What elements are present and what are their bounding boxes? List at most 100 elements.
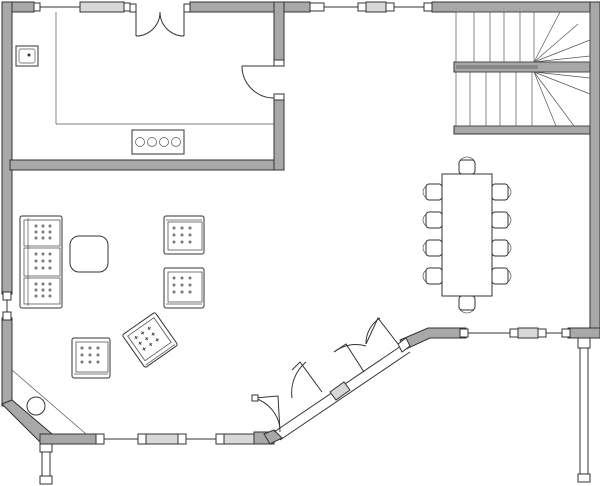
tuft-mark (41, 224, 45, 228)
wall-kitchen-right-lower (273, 97, 285, 171)
tuft-mark (41, 282, 45, 286)
tuft-mark (155, 338, 159, 342)
tuft-mark (138, 341, 142, 345)
door-top-double (129, 3, 191, 37)
tuft-mark (41, 252, 45, 256)
tuft-mark (172, 233, 176, 237)
door-bay-4 (365, 317, 399, 345)
chair-icon (422, 211, 443, 229)
round-table-icon (69, 235, 109, 273)
chair-icon (491, 267, 512, 285)
tuft-mark (180, 290, 184, 294)
armchair-icon (71, 337, 111, 379)
tuft-mark (96, 353, 100, 357)
tuft-mark (142, 347, 146, 351)
chair-icon (458, 156, 476, 175)
window-right-bay (459, 327, 571, 339)
tuft-mark (48, 266, 52, 270)
tuft-mark (188, 240, 192, 244)
tuft-mark (34, 236, 38, 240)
kitchen (15, 12, 274, 155)
chair-icon (422, 183, 443, 201)
windows (2, 1, 591, 485)
armchair-tufting (80, 226, 192, 364)
door-bay-3 (333, 343, 367, 373)
tuft-mark (88, 353, 92, 357)
tuft-mark (48, 252, 52, 256)
sofa-tufting (34, 224, 52, 298)
tuft-mark (151, 332, 155, 336)
chair-icon (491, 183, 512, 201)
tuft-mark (88, 346, 92, 350)
window-top-1 (33, 1, 131, 13)
door-bay-2 (291, 361, 323, 399)
door-kitchen-side (241, 59, 285, 101)
tuft-mark (34, 294, 38, 298)
dining-table-icon (441, 173, 493, 297)
tuft-mark (172, 226, 176, 230)
tuft-mark (80, 360, 84, 364)
posts (39, 337, 591, 485)
armchair-icon (163, 267, 205, 309)
wall-stair-divider (453, 61, 591, 73)
tuft-mark (96, 360, 100, 364)
tuft-mark (188, 290, 192, 294)
wall-right-stub (567, 327, 600, 339)
wall-bottom-left (39, 433, 97, 445)
armchair-icon (163, 215, 205, 255)
wall-kitchen-right-upper (273, 1, 285, 61)
doors (129, 3, 399, 433)
tuft-mark (188, 276, 192, 280)
tuft-mark (34, 252, 38, 256)
tuft-mark (180, 226, 184, 230)
tuft-mark (48, 259, 52, 263)
tuft-mark (41, 266, 45, 270)
window-bottom-1 (95, 433, 255, 445)
tuft-mark (188, 226, 192, 230)
tuft-mark (48, 282, 52, 286)
chair-icon (491, 211, 512, 229)
tuft-mark (41, 259, 45, 263)
tuft-mark (34, 266, 38, 270)
armchair-icon (122, 312, 178, 368)
tuft-mark (88, 360, 92, 364)
tuft-mark (41, 230, 45, 234)
tuft-mark (48, 288, 52, 292)
tuft-mark (48, 230, 52, 234)
tuft-mark (188, 283, 192, 287)
tuft-mark (188, 233, 192, 237)
sink-icon (15, 45, 39, 67)
tuft-mark (34, 282, 38, 286)
door-bay-1 (251, 394, 281, 433)
chair-icon (422, 267, 443, 285)
tuft-mark (180, 233, 184, 237)
staircase-icon (455, 11, 591, 127)
tuft-mark (180, 283, 184, 287)
dining-chairs (422, 156, 512, 314)
tuft-mark (172, 240, 176, 244)
walls (1, 1, 600, 445)
wall-bay-upper (399, 327, 467, 351)
chair-icon (491, 239, 512, 257)
window-top-2 (309, 1, 433, 13)
wall-left-lower (1, 317, 13, 407)
tuft-mark (180, 240, 184, 244)
tuft-mark (172, 283, 176, 287)
tuft-mark (134, 335, 138, 340)
tuft-mark (41, 236, 45, 240)
tuft-mark (80, 353, 84, 357)
tuft-mark (172, 290, 176, 294)
tuft-mark (48, 294, 52, 298)
tuft-mark (41, 288, 45, 292)
tuft-mark (48, 224, 52, 228)
tuft-mark (96, 346, 100, 350)
tuft-mark (41, 294, 45, 298)
corner-table (11, 369, 87, 435)
tuft-mark (80, 346, 84, 350)
tuft-mark (144, 336, 149, 341)
tuft-mark (180, 276, 184, 280)
wall-top-left (9, 1, 35, 13)
tuft-mark (148, 342, 153, 347)
stove-icon (131, 129, 185, 155)
